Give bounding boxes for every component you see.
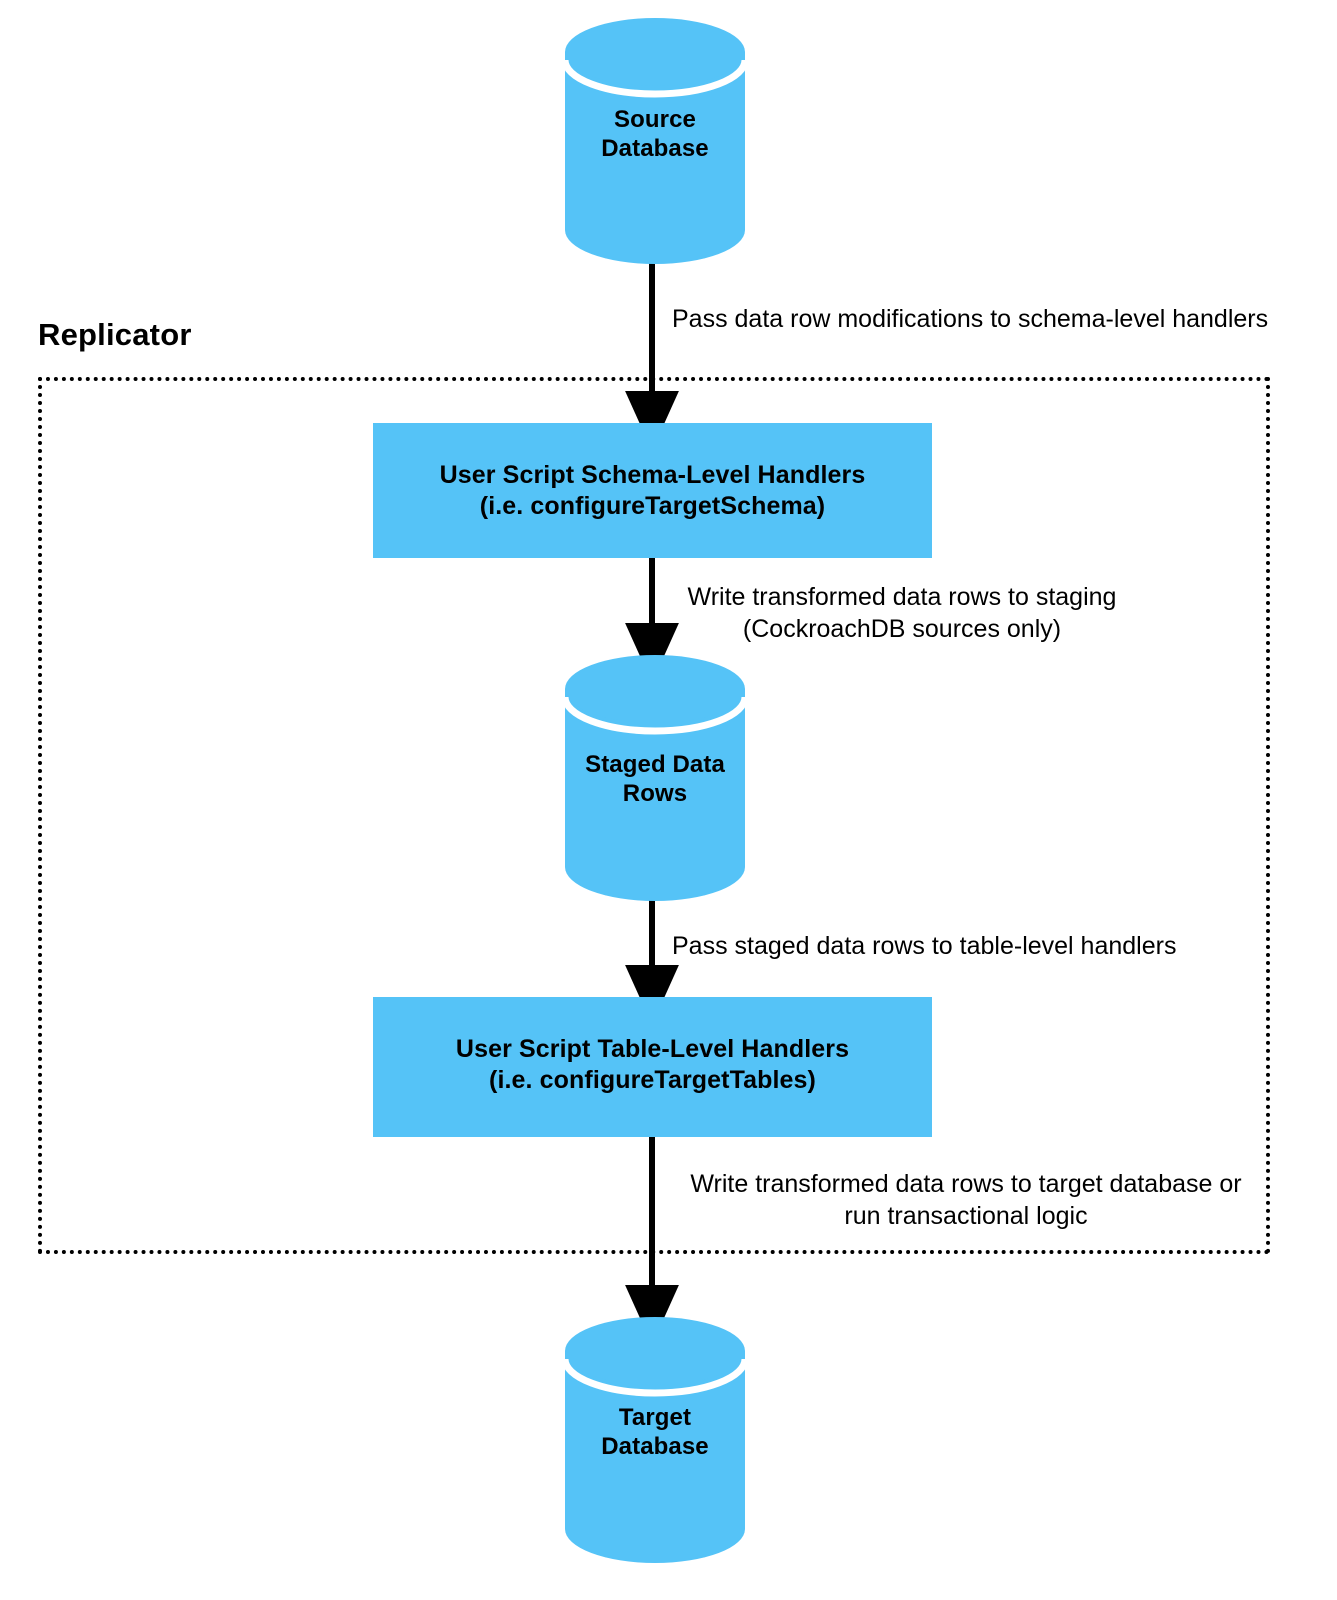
edge-label-table-handlers-to-target: Write transformed data rows to target da… bbox=[690, 1170, 1242, 1230]
table-level-handlers-shape bbox=[373, 997, 932, 1137]
edge-label-staged-to-table-handlers: Pass staged data rows to table-level han… bbox=[672, 932, 1177, 960]
target-database-shape bbox=[561, 1317, 749, 1563]
replicator-boundary bbox=[38, 377, 1270, 1254]
source-database-shape bbox=[561, 18, 749, 264]
staged-data-rows-shape bbox=[561, 655, 749, 901]
edge-label-source-to-schema-handlers: Pass data row modifications to schema-le… bbox=[672, 305, 1269, 333]
edge-label-schema-handlers-to-staged: Write transformed data rows to staging (… bbox=[687, 583, 1117, 643]
group-title-replicator: Replicator bbox=[38, 317, 192, 352]
schema-level-handlers-shape bbox=[373, 423, 932, 558]
